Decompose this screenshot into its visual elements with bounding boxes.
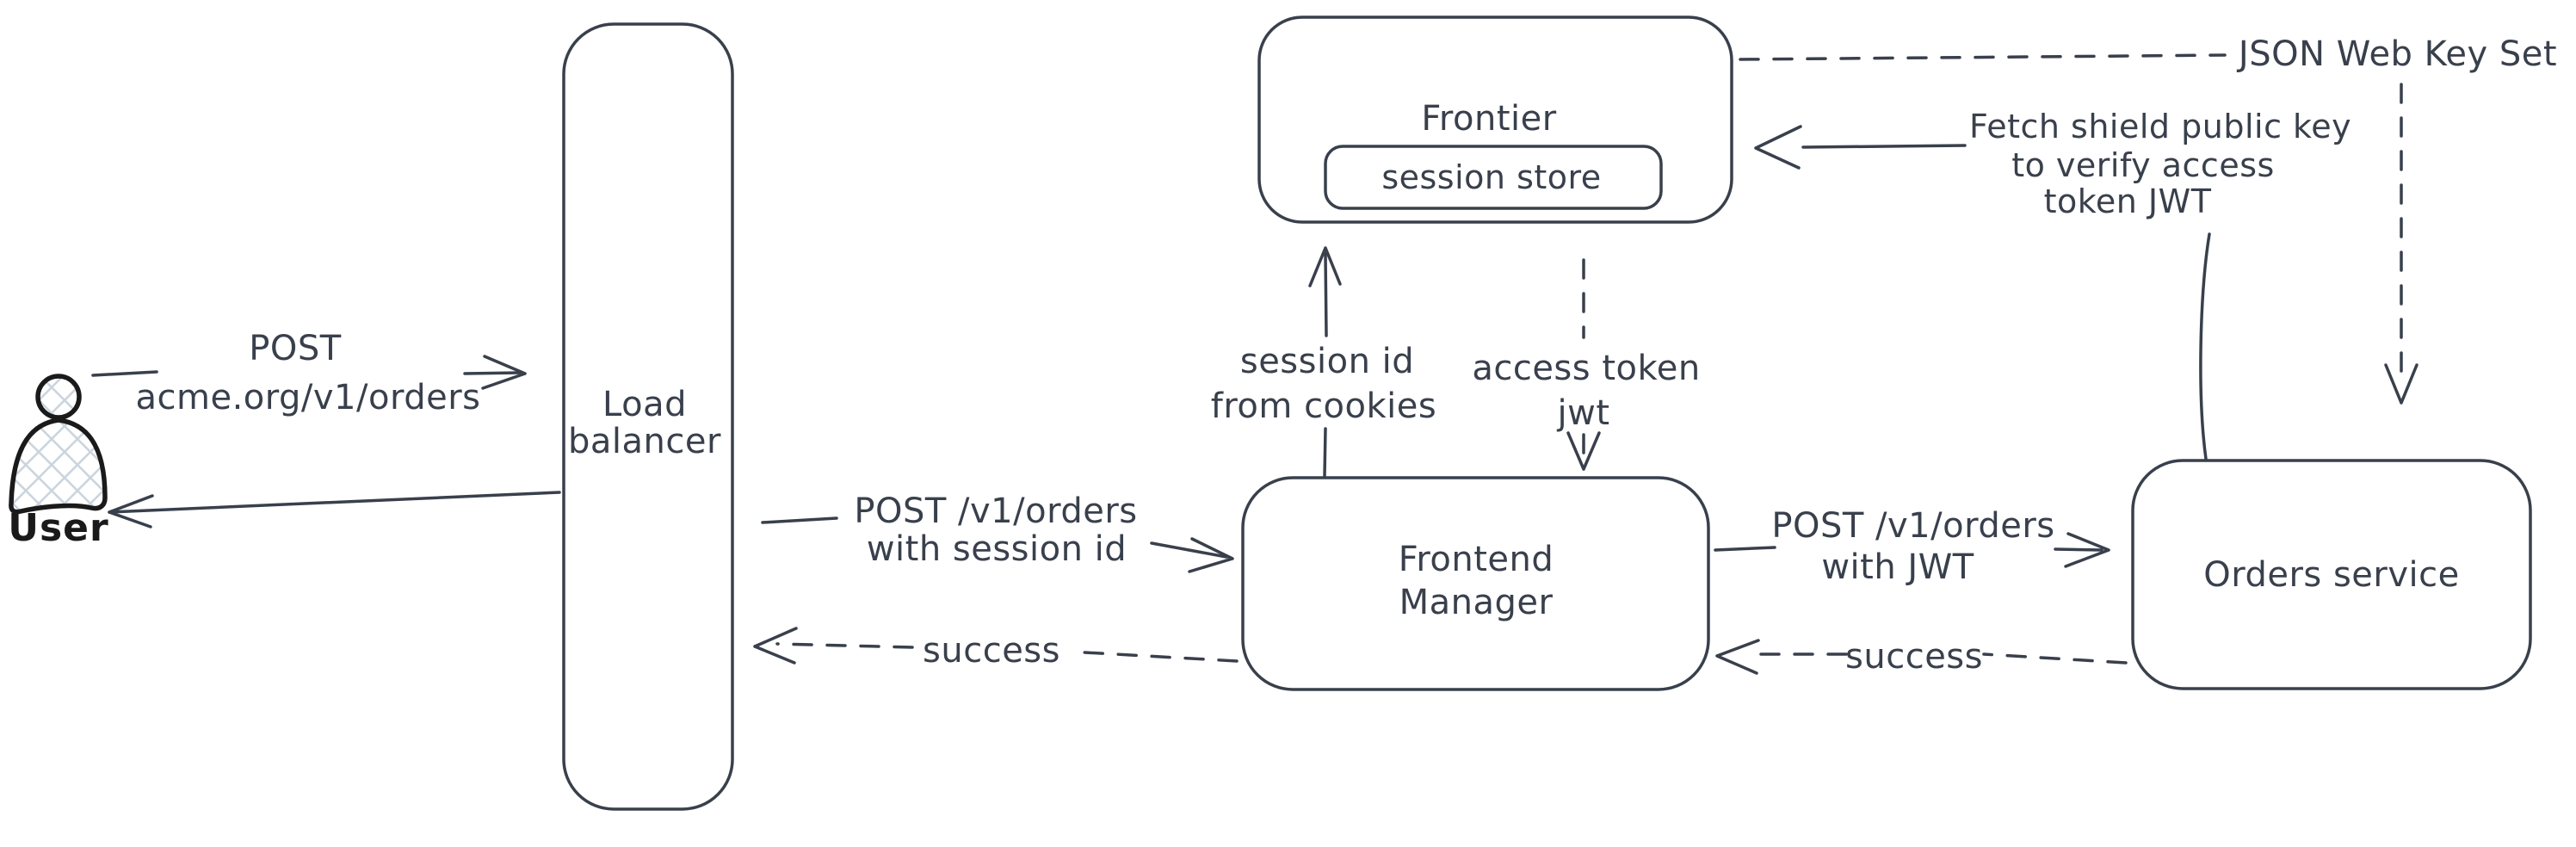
edge-label-post-orders-jwt-line2: with JWT: [1821, 547, 1974, 587]
edge-label-post-orders-session-line2: with session id: [866, 529, 1127, 569]
edge-label-post: POST: [249, 329, 342, 368]
orders-service-box: [2131, 459, 2532, 690]
frontier-box: [1257, 15, 1733, 224]
user-icon-body: [9, 417, 108, 515]
frontier-label: Frontier: [1421, 99, 1557, 139]
arrow-frontier-to-frontend-manager: [1566, 258, 1601, 471]
arrow-load-balancer-to-frontend-manager: [761, 516, 1234, 573]
edge-label-session-id-line2: from cookies: [1210, 386, 1437, 426]
arrow-load-balancer-to-user: [108, 491, 561, 529]
user-icon: [9, 374, 108, 515]
frontend-manager-label-line1: Frontend: [1398, 540, 1554, 579]
arrow-frontend-manager-to-load-balancer-success: [753, 627, 1239, 665]
arrow-orders-service-to-frontier: [1754, 125, 2211, 461]
arrow-json-web-key-set-to-orders-service: [2384, 83, 2418, 405]
arrow-user-to-load-balancer: [91, 355, 527, 390]
edge-label-post-orders-session-line1: POST /v1/orders: [854, 492, 1138, 531]
edge-label-post-orders-jwt-line1: POST /v1/orders: [1771, 506, 2055, 546]
load-balancer-label-line2: balancer: [568, 422, 721, 461]
json-web-key-set-label: JSON Web Key Set: [2238, 34, 2558, 74]
edge-label-access-token-line2: jwt: [1557, 393, 1610, 433]
arrow-orders-service-to-frontend-manager-success: [1715, 639, 2128, 675]
edge-label-success-left: success: [923, 631, 1060, 671]
edge-label-session-id-line1: session id: [1239, 342, 1415, 381]
user-icon-head: [35, 374, 82, 420]
edge-label-access-token-line1: access token: [1472, 349, 1701, 388]
edge-label-acme-url: acme.org/v1/orders: [135, 378, 481, 417]
load-balancer-box: [562, 22, 734, 811]
arrow-frontend-manager-to-frontier: [1308, 246, 1342, 478]
session-store-label: session store: [1381, 158, 1602, 196]
line-frontier-to-json-web-key-set: [1739, 53, 2227, 61]
orders-service-label: Orders service: [2203, 555, 2460, 595]
arrow-frontend-manager-to-orders-service: [1714, 532, 2110, 568]
frontend-manager-box: [1241, 476, 1710, 691]
user-label: User: [8, 506, 109, 550]
edge-label-fetch-key-line1: Fetch shield public key: [1968, 108, 2352, 145]
edge-label-fetch-key-line3: token JWT: [2043, 182, 2212, 220]
edge-label-fetch-key-line2: to verify access: [2011, 146, 2275, 184]
edge-label-success-right: success: [1845, 637, 1983, 677]
session-store-box: [1324, 145, 1663, 210]
load-balancer-label-line1: Load: [602, 385, 687, 424]
frontend-manager-label-line2: Manager: [1399, 583, 1554, 622]
